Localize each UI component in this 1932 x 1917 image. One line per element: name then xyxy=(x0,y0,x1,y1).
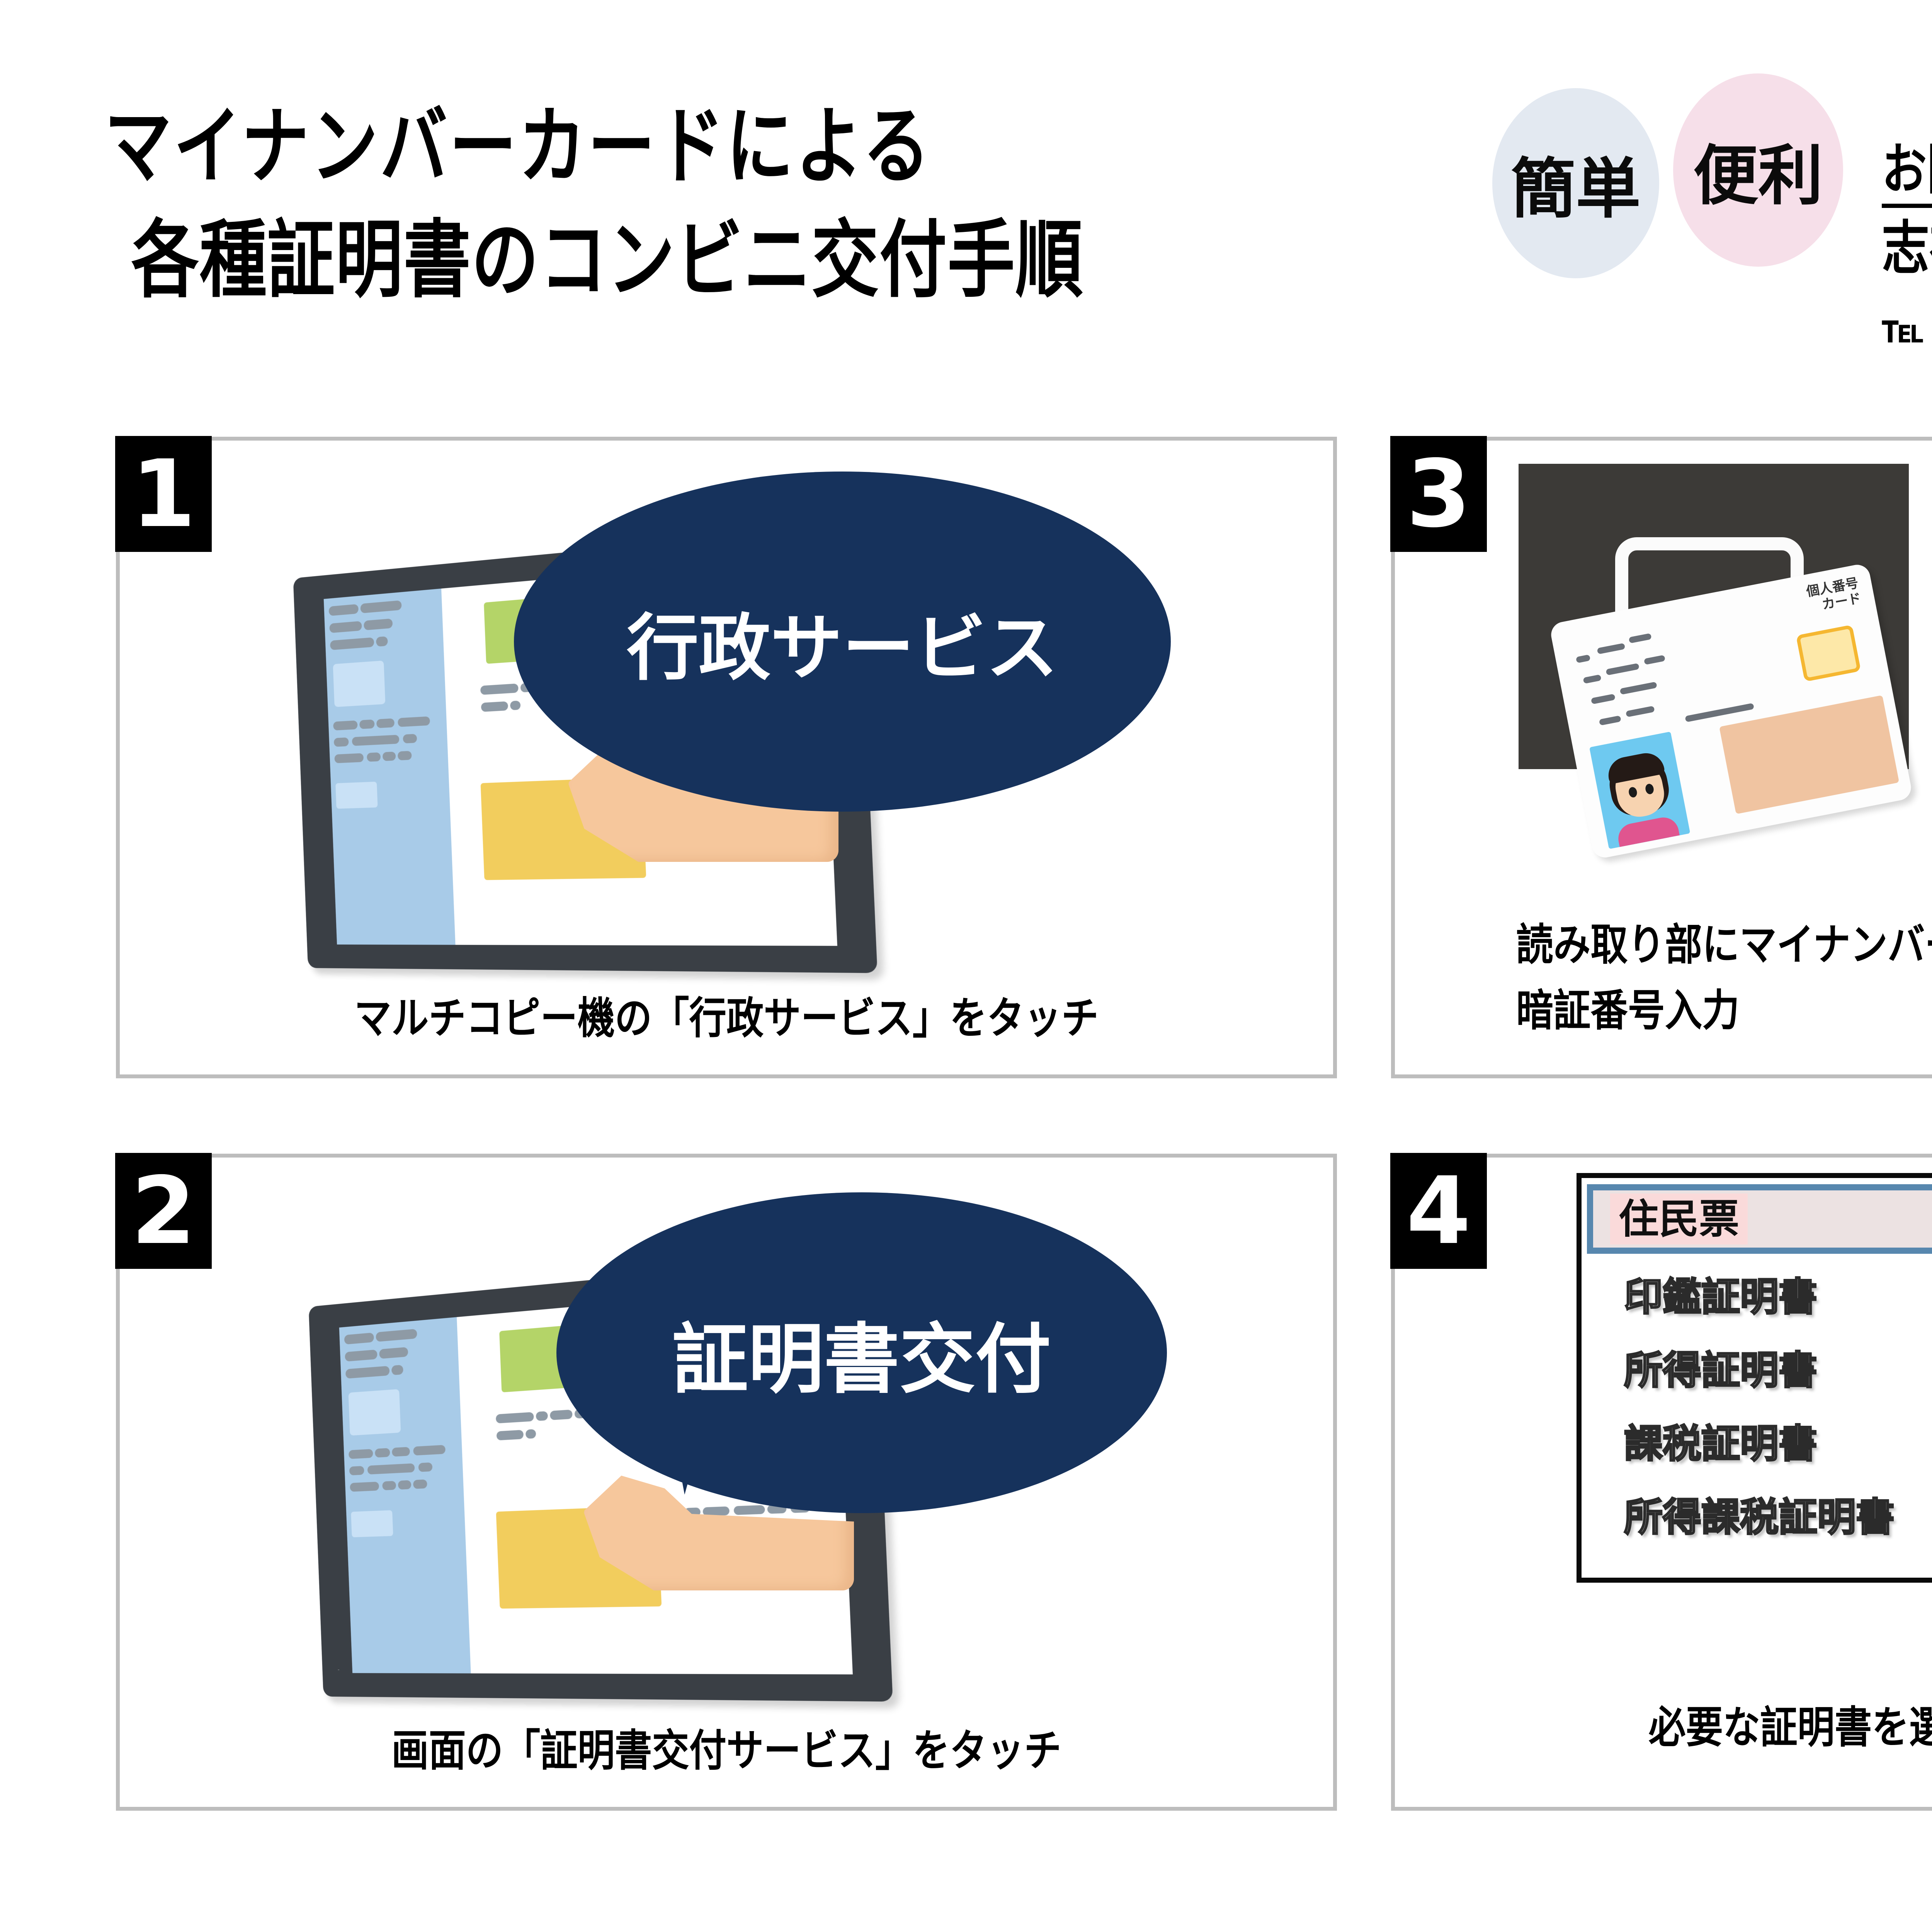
title-line-1: マイナンバーカードによる xyxy=(104,97,1205,197)
step-panel-1: 1 xyxy=(116,437,1337,1078)
certificate-item[interactable]: 課税証明書 xyxy=(1624,1422,1817,1466)
certificate-selected-label: 住民票 xyxy=(1610,1193,1748,1245)
certificate-item[interactable]: 所得証明書 xyxy=(1624,1348,1817,1393)
step-caption-2: 画面の「証明書交付サービス」をタッチ xyxy=(205,1722,1248,1780)
contact-heading: お問い合わせ先 xyxy=(1882,137,1932,208)
step-caption-4: 必要な証明書を選択し、入金して発行する xyxy=(1480,1699,1932,1757)
contact-organization: 志布志市役所 市民環境課 xyxy=(1882,213,1932,284)
step-panel-4: 4 住民票 印鑑証明書 所得証明書 課税証明書 所得課税証明書 ¥ xyxy=(1391,1154,1932,1811)
step-panel-3: 3 個人番号カード xyxy=(1391,437,1932,1078)
certificate-item[interactable]: 所得課税証明書 xyxy=(1624,1495,1895,1540)
ic-chip-icon xyxy=(1796,625,1861,682)
contact-telephone: ℡０９９-４７２-１１１１ xyxy=(1882,288,1932,364)
step-caption-1: マルチコピー機の「行政サービス」をタッチ xyxy=(205,989,1248,1047)
badge-easy: 簡単 xyxy=(1492,88,1659,278)
bubble-service-2: 証明書交付 xyxy=(556,1192,1167,1513)
step-number-4: 4 xyxy=(1390,1153,1487,1269)
bubble-service-1: 行政サービス xyxy=(514,472,1171,812)
certificate-item-selected[interactable]: 住民票 xyxy=(1587,1184,1932,1254)
card-reader-illustration: 個人番号カード xyxy=(1519,464,1932,920)
step-caption-3-line-1: 読み取り部にマイナンバーカードをかざし、 xyxy=(1480,916,1932,974)
title-line-2: 各種証明書のコンビニ交付手順 xyxy=(131,210,1210,311)
kiosk-sidebar xyxy=(324,589,456,945)
kiosk-sidebar xyxy=(339,1317,471,1674)
certificate-item[interactable]: 印鑑証明書 xyxy=(1624,1275,1817,1319)
card-portrait-photo xyxy=(1589,732,1690,849)
page-title: マイナンバーカードによる 各種証明書のコンビニ交付手順 xyxy=(104,97,1480,311)
my-number-card-label: 個人番号カード xyxy=(1805,575,1862,615)
step-caption-3-line-2: 暗証番号入力 xyxy=(1480,982,1932,1040)
step-number-3: 3 xyxy=(1390,436,1487,552)
step-number-2: 2 xyxy=(115,1153,212,1269)
step-panel-2: 2 xyxy=(116,1154,1337,1811)
certificate-list: 住民票 印鑑証明書 所得証明書 課税証明書 所得課税証明書 xyxy=(1577,1173,1932,1583)
poster-header: マイナンバーカードによる 各種証明書のコンビニ交付手順 簡単 便利 お問い合わせ… xyxy=(0,0,1932,421)
badge-convenient: 便利 xyxy=(1673,73,1843,267)
telephone-icon: ℡ xyxy=(1882,305,1926,352)
card-info-strip xyxy=(1719,695,1899,814)
contact-block: お問い合わせ先 志布志市役所 市民環境課 ℡０９９-４７２-１１１１ xyxy=(1882,137,1932,364)
contact-tel-number: ０９９-４７２-１１１１ xyxy=(1926,291,1932,358)
step-number-1: 1 xyxy=(115,436,212,552)
